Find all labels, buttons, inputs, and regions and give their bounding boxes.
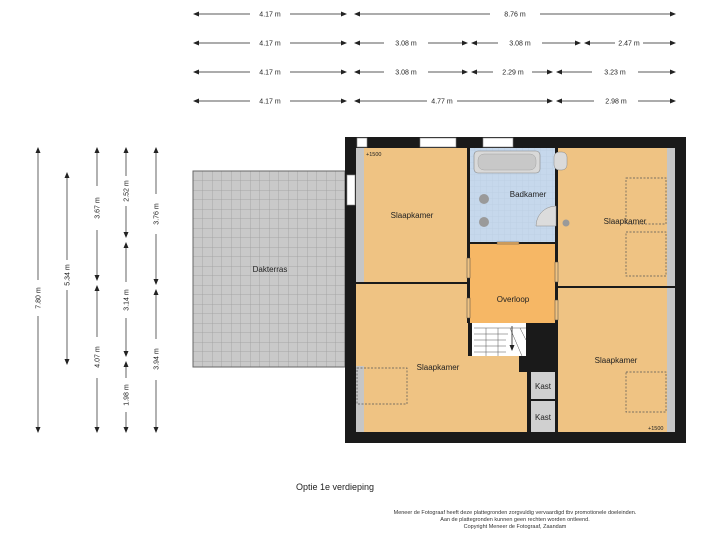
dim-label: 8.76 m <box>504 12 526 19</box>
room-label-dakterras: Dakterras <box>253 265 288 274</box>
room-slaapkamer-top-left <box>356 148 468 282</box>
window <box>356 137 368 148</box>
wall <box>519 356 531 372</box>
vertical-dimensions <box>35 147 159 433</box>
dim-label: 5.34 m <box>65 264 72 286</box>
doors <box>466 241 559 321</box>
window <box>346 174 356 206</box>
shower-drain <box>562 219 570 227</box>
dim-label: 2.98 m <box>605 99 627 106</box>
vertical-dimension-labels: 7.80 m 5.34 m 3.67 m 4.07 m 2.52 m 3.14 … <box>36 180 161 406</box>
room-label-slaapkamer-top-right: Slaapkamer <box>604 217 647 226</box>
dim-label: 4.07 m <box>95 346 102 368</box>
bathtub-inner <box>477 153 537 171</box>
bed <box>356 367 408 405</box>
dim-label: 2.47 m <box>618 41 640 48</box>
dim-label: 2.52 m <box>124 180 131 202</box>
slope-strip <box>356 366 364 432</box>
stair-treads <box>474 326 527 357</box>
room-slaapkamer-bottom-right <box>558 288 675 432</box>
dim-label: 3.14 m <box>124 289 131 311</box>
room-label-badkamer: Badkamer <box>510 190 547 199</box>
dim-label: 4.17 m <box>259 12 281 19</box>
room-labels: Slaapkamer Badkamer Slaapkamer Overloop … <box>391 190 647 422</box>
beds <box>356 177 667 413</box>
level-label-top-left: +1500 <box>366 152 381 158</box>
door <box>554 299 559 321</box>
room-slaapkamer-top-right <box>558 148 675 286</box>
dim-label: 3.08 m <box>509 41 531 48</box>
room-label-slaapkamer-bottom-left: Slaapkamer <box>417 363 460 372</box>
dim-label: 3.67 m <box>95 197 102 219</box>
disclaimer-line: Meneer de Fotograaf heeft deze plattegro… <box>393 510 637 516</box>
dim-label: 3.76 m <box>154 203 161 225</box>
wall <box>558 286 675 288</box>
bathroom-fixtures <box>473 150 570 227</box>
sink <box>479 217 489 227</box>
horizontal-dimension-labels: 4.17 m 8.76 m 4.17 m 3.08 m 3.08 m 2.47 … <box>259 12 640 106</box>
rooms <box>356 148 675 432</box>
room-label-slaapkamer-bottom-right: Slaapkamer <box>595 356 638 365</box>
staircase <box>472 323 526 356</box>
dim-label: 3.23 m <box>604 70 626 77</box>
dim-label: 3.08 m <box>395 41 417 48</box>
roof-slope-strips <box>356 148 675 432</box>
level-label-bottom-right: +1500 <box>648 426 663 432</box>
room-label-kast-1: Kast <box>535 382 552 391</box>
dim-label: 3.08 m <box>395 70 417 77</box>
stair-tread <box>519 327 527 341</box>
door <box>496 241 520 245</box>
dim-label: 2.29 m <box>502 70 524 77</box>
dim-label: 4.17 m <box>259 70 281 77</box>
slope-strip <box>667 148 675 286</box>
copyright-disclaimer: Meneer de Fotograaf heeft deze plattegro… <box>360 510 670 531</box>
floor-caption: Optie 1e verdieping <box>295 482 375 492</box>
dim-label: 4.17 m <box>259 99 281 106</box>
toilet <box>553 151 568 171</box>
dim-label: 4.77 m <box>431 99 453 106</box>
door <box>466 297 471 319</box>
slope-strip <box>667 288 675 432</box>
level-labels: +1500 +1500 <box>366 152 663 432</box>
wall <box>467 148 470 323</box>
room-label-overloop: Overloop <box>497 295 530 304</box>
dim-label: 4.17 m <box>259 41 281 48</box>
disclaimer-line: Aan de plattegronden kunnen geen rechten… <box>440 517 590 523</box>
wall <box>531 399 556 401</box>
window <box>419 137 457 148</box>
slope-strip <box>356 148 364 282</box>
room-label-slaapkamer-top-left: Slaapkamer <box>391 211 434 220</box>
window <box>482 137 514 148</box>
room-slaapkamer-bottom-left <box>356 284 527 432</box>
wall <box>527 372 531 432</box>
shower <box>535 205 557 227</box>
door <box>466 257 471 279</box>
dim-label: 3.94 m <box>154 348 161 370</box>
room-label-kast-2: Kast <box>535 413 552 422</box>
windows <box>346 137 514 206</box>
horizontal-dimensions <box>193 11 676 104</box>
sink <box>479 194 489 204</box>
wall <box>555 148 558 432</box>
door <box>554 261 559 283</box>
room-kast-2 <box>531 401 556 432</box>
dim-label: 7.80 m <box>36 287 43 309</box>
room-kast-1 <box>531 372 556 399</box>
disclaimer-line: Copyright Meneer de Fotograaf, Zaandam <box>463 524 567 530</box>
roof-terrace <box>192 170 346 368</box>
room-overloop <box>470 244 556 323</box>
wall <box>356 282 468 284</box>
dim-label: 1.98 m <box>124 384 131 406</box>
bed <box>625 177 667 225</box>
bed <box>625 371 667 413</box>
